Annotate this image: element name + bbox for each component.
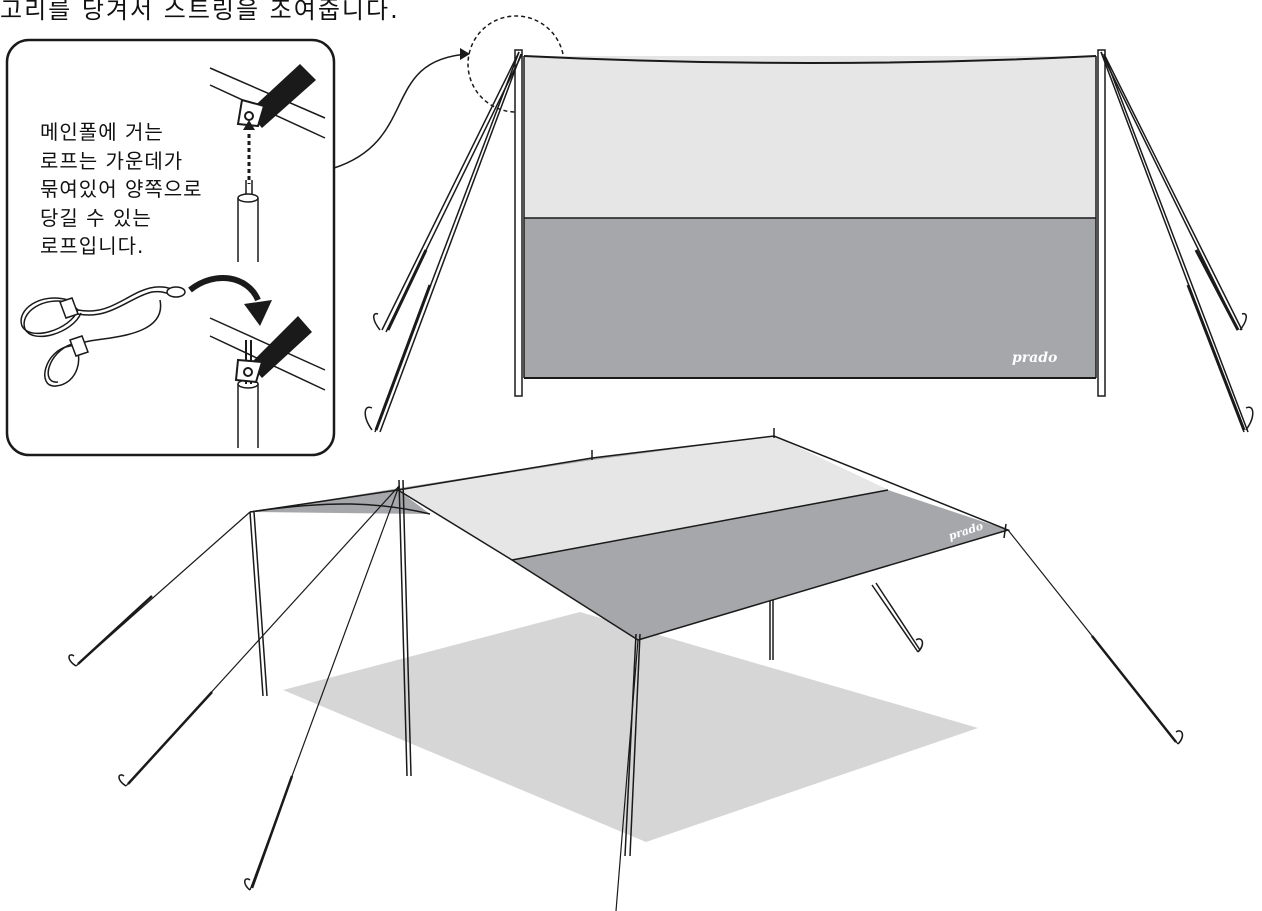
strap-ring-detail-bottom — [209, 316, 326, 448]
tarp-dark — [512, 490, 1008, 640]
note-line: 로프입니다. — [40, 234, 145, 258]
tent-peg-icon — [244, 878, 251, 891]
tent-peg-icon — [915, 638, 924, 653]
inset-frame — [5, 38, 336, 457]
rope-explanation-note: 메인폴에 거는 로프는 가운데가 묶여있어 양쪽으로 당길 수 있는 로프입니다… — [40, 118, 203, 261]
note-line: 당길 수 있는 — [40, 205, 152, 230]
pole-right-icon — [1097, 49, 1106, 397]
guy-rope — [615, 639, 639, 911]
pole-left-icon — [514, 49, 523, 397]
brand-logo-windscreen: prado — [1012, 350, 1057, 366]
note-line: 묶여있어 양쪽으로 — [40, 177, 203, 201]
panel-dark — [524, 218, 1096, 378]
windscreen-illustration: prado — [364, 49, 1254, 433]
rope-loop-detail — [20, 274, 272, 387]
tent-peg-icon — [364, 406, 373, 431]
tent-peg-icon — [1239, 312, 1247, 331]
tent-peg-icon — [1245, 406, 1254, 431]
curved-arrow-icon — [188, 274, 261, 302]
pole-icon — [398, 479, 408, 777]
tent-peg-icon — [1175, 730, 1184, 745]
callout-connector-arrow-icon — [333, 53, 469, 169]
pole-icon — [249, 511, 264, 697]
note-line: 메인폴에 거는 — [40, 120, 164, 144]
pole-icon — [624, 633, 637, 857]
panel-light — [524, 56, 1096, 218]
instruction-caption: 고리를 당겨서 스트링을 조여줍니다. — [0, 0, 400, 24]
tarp-shelter-illustration: prado — [68, 428, 1184, 911]
note-line: 로프는 가운데가 — [40, 148, 184, 173]
rope-tensioner-icon — [59, 297, 79, 319]
detail-inset — [5, 38, 336, 457]
tent-peg-icon — [373, 312, 381, 331]
guy-rope — [381, 51, 520, 331]
tent-peg-icon — [118, 774, 127, 787]
tent-peg-icon — [68, 654, 77, 667]
strap-ring-detail-top — [209, 64, 326, 262]
tarp-light — [398, 436, 888, 560]
strap-icon — [248, 64, 316, 128]
strap-icon — [250, 316, 312, 378]
rope-tensioner-icon — [69, 335, 89, 357]
